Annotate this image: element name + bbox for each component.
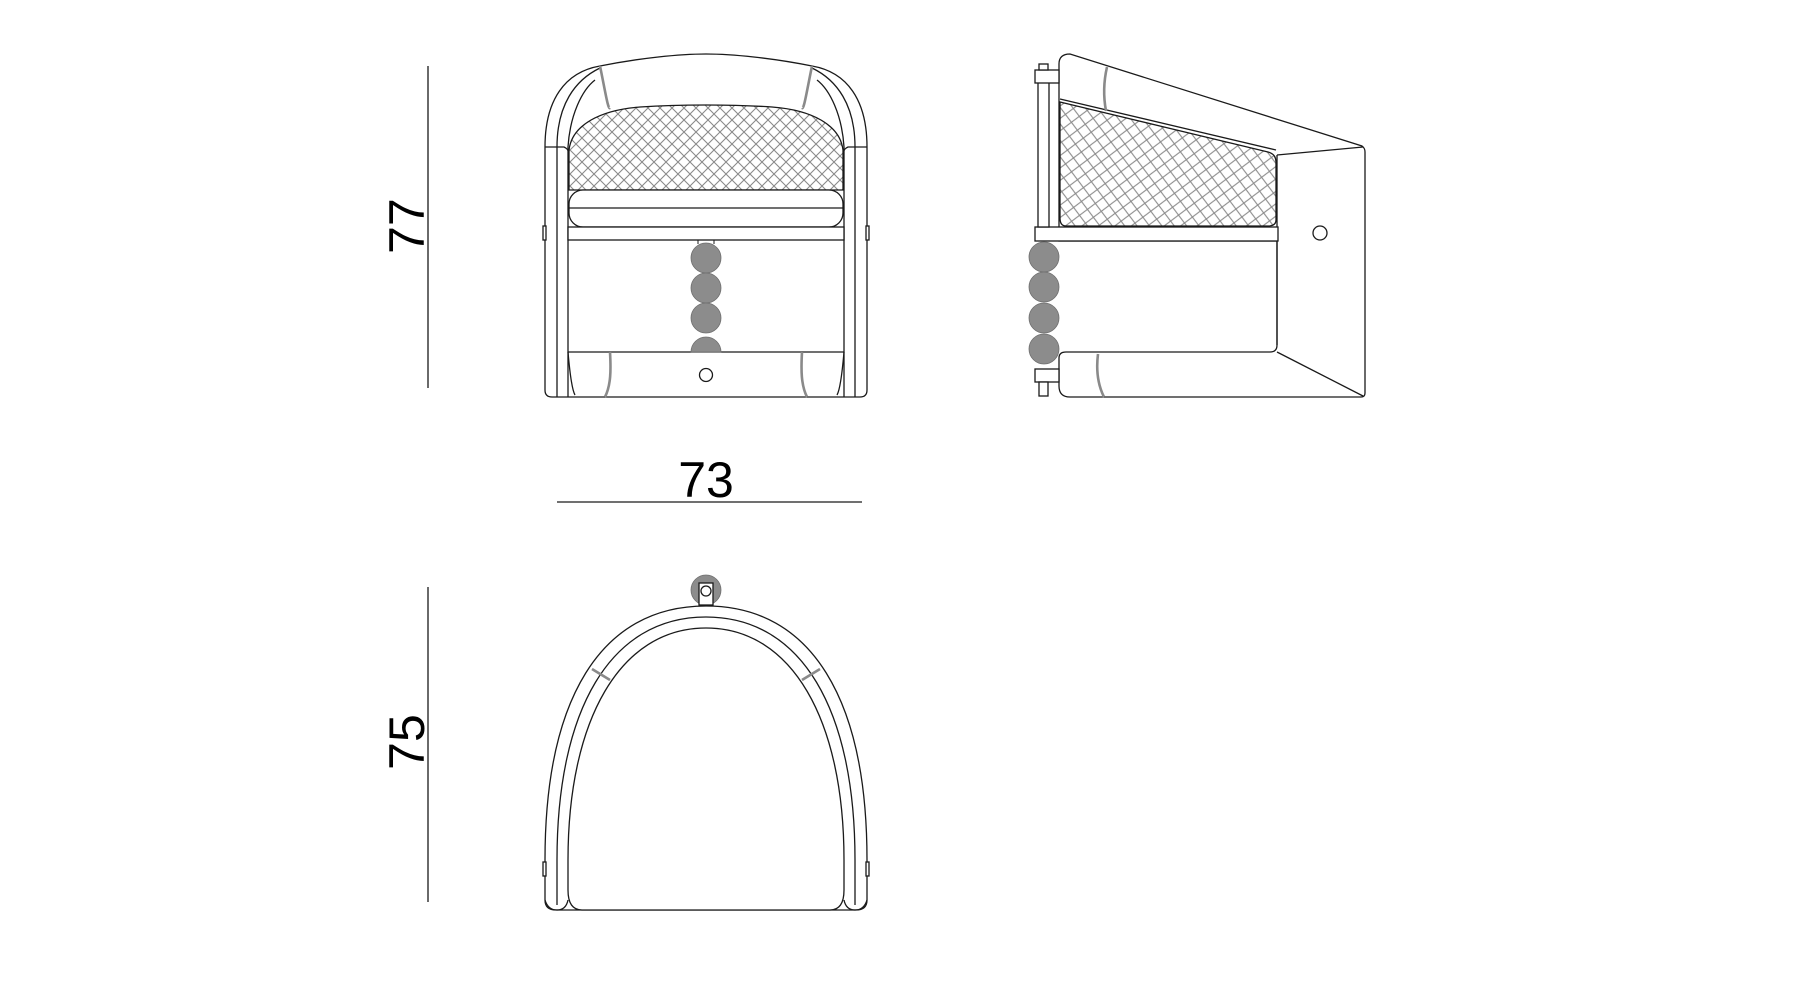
- bracket-right: [865, 225, 870, 241]
- top-bracket-left: [542, 861, 547, 877]
- side-fastener: [1312, 225, 1328, 241]
- dimension-width: 73: [557, 452, 862, 508]
- top-bracket-right: [865, 861, 870, 877]
- top-seat: [567, 627, 845, 911]
- bracket-left: [542, 225, 547, 241]
- dimension-height: 77: [379, 66, 435, 388]
- side-seat-rail: [1034, 226, 1279, 242]
- side-post: [1037, 71, 1050, 228]
- dimension-height-label: 77: [379, 198, 435, 254]
- side-beaded-leg: [1028, 241, 1060, 365]
- side-view: [1028, 53, 1366, 398]
- front-fastener: [698, 367, 714, 383]
- dimension-depth: 75: [379, 587, 435, 902]
- top-view: [542, 574, 870, 911]
- front-view: [542, 53, 870, 398]
- back-cushion-quilted: [568, 104, 844, 191]
- side-post-cap: [1034, 69, 1060, 84]
- dimension-width-label: 73: [678, 452, 734, 508]
- beaded-leg: [690, 240, 722, 353]
- side-quilted-panel: [1059, 101, 1277, 227]
- seat-rail: [567, 226, 845, 241]
- dimension-depth-label: 75: [379, 714, 435, 770]
